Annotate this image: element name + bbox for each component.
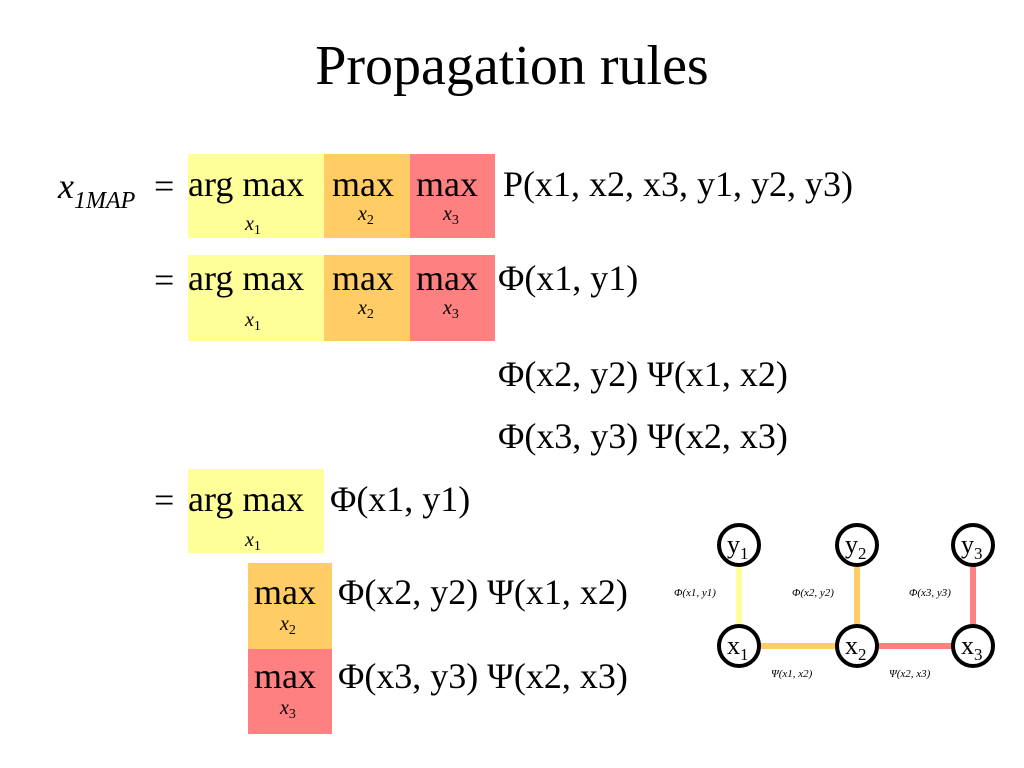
edge-label-phi2: Φ(x2, y2) [792,587,834,599]
equals-sign: = [154,260,175,300]
argmax-x1-box [188,255,324,341]
equals-sign: = [154,480,175,520]
phi-psi-term-2: Φ(x2, y2) Ψ(x1, x2) [338,572,628,612]
node-sub: 3 [974,645,983,664]
argmax-subscript: x1 [245,529,261,554]
argmax-operator: arg max [188,164,305,204]
max-subscript: x2 [358,203,374,228]
max-operator: max [254,572,316,612]
edge-label-phi3: Φ(x3, y3) [909,587,951,599]
node-sub: 2 [858,544,867,563]
argmax-subscript: x1 [245,213,261,238]
max-operator: max [416,164,478,204]
node-x1 [717,624,761,668]
max-x2-box [324,154,410,238]
node-label: y [727,530,740,559]
phi-x1-y1: Φ(x1, y1) [330,479,471,519]
max-x3-box [410,154,495,238]
phi-psi-term-3: Φ(x3, y3) Ψ(x2, x3) [498,416,788,456]
node-label: x [727,631,740,660]
svg-text:x3: x3 [961,631,983,664]
max-subscript: x3 [443,297,459,322]
slide-title: Propagation rules [315,35,709,97]
node-label: x [961,631,974,660]
svg-text:x1: x1 [727,631,749,664]
node-sub: 3 [974,544,983,563]
max-x3-box [248,649,332,734]
max-subscript: x3 [280,697,296,722]
max-operator: max [332,258,394,298]
max-x3-box [410,255,495,341]
edge-label-psi12: Ψ(x1, x2) [771,668,813,680]
node-y1 [717,523,761,567]
svg-text:y3: y3 [961,530,983,563]
node-label: x [845,631,858,660]
argmax-operator: arg max [188,479,305,519]
node-label: y [845,530,858,559]
argmax-x1-box [188,154,324,238]
node-sub: 1 [740,544,749,563]
argmax-operator: arg max [188,258,305,298]
svg-text:y2: y2 [845,530,867,563]
max-operator: max [254,656,316,696]
phi-psi-term-2: Φ(x2, y2) Ψ(x1, x2) [498,354,788,394]
node-x3 [951,624,995,668]
node-sub: 1 [740,645,749,664]
svg-text:y1: y1 [727,530,749,563]
max-subscript: x2 [280,613,296,638]
phi-psi-term-3: Φ(x3, y3) Ψ(x2, x3) [338,656,628,696]
node-label: y [961,530,974,559]
svg-text:x2: x2 [845,631,867,664]
equals-sign: = [154,166,175,206]
phi-x1-y1: Φ(x1, y1) [498,258,639,298]
argmax-x1-box [188,469,324,553]
max-subscript: x3 [443,203,459,228]
node-x2 [835,624,879,668]
max-x2-box [324,255,410,341]
edge-label-phi1: Φ(x1, y1) [674,587,716,599]
lhs-x1map: x1MAP [58,166,136,214]
max-operator: max [332,164,394,204]
node-sub: 2 [858,645,867,664]
max-operator: max [416,258,478,298]
max-subscript: x2 [358,297,374,322]
max-x2-box [248,563,332,649]
joint-probability: P(x1, x2, x3, y1, y2, y3) [503,164,853,204]
edge-label-psi23: Ψ(x2, x3) [889,668,931,680]
argmax-subscript: x1 [245,309,261,334]
node-y2 [835,523,879,567]
node-y3 [951,523,995,567]
